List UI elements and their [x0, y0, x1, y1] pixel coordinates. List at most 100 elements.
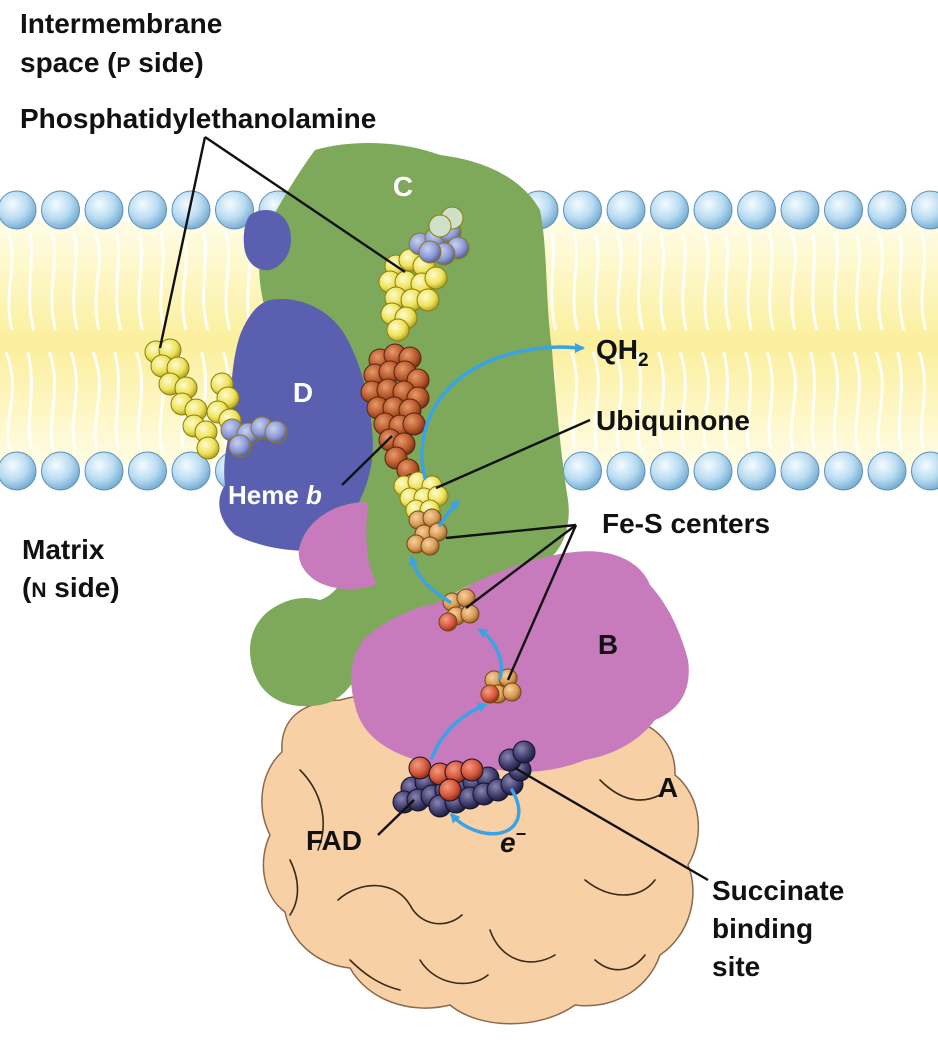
atom-sphere — [438, 778, 462, 802]
electron-arrow-fes3-to-fes2 — [477, 628, 503, 680]
lipid-tail — [224, 231, 231, 331]
lipid-head — [693, 190, 733, 230]
lipid-tail — [874, 351, 884, 451]
electron-arrow-succinate-to-fad — [450, 788, 521, 836]
lipid-tail — [591, 351, 600, 451]
atom-sphere — [228, 434, 252, 458]
lipid-tail — [700, 351, 710, 451]
lipid-head — [84, 190, 124, 230]
atom-sphere — [418, 240, 442, 264]
heme-b-label: Heme b — [228, 480, 322, 510]
qh2-label: QH2 — [596, 334, 649, 371]
atom-sphere — [512, 740, 536, 764]
lipid-tail — [69, 351, 78, 451]
lipid-head — [737, 451, 776, 491]
lipid-tail — [659, 231, 666, 331]
lipid-head — [867, 190, 907, 230]
lipid-head — [128, 451, 167, 491]
lipid-head — [0, 190, 37, 230]
atom-sphere — [196, 436, 220, 460]
electron-label: e− — [500, 824, 526, 858]
succinate-label-line3: site — [712, 951, 760, 982]
atom-sphere — [424, 266, 448, 290]
atom-sphere — [502, 682, 522, 702]
lipid-tail — [550, 231, 558, 331]
lipid-tail — [91, 351, 101, 451]
lipid-head — [911, 451, 938, 491]
lipid-tail — [615, 231, 623, 331]
subunit-a-contours — [289, 769, 661, 991]
lipid-tail — [744, 351, 753, 451]
leader-fes-1 — [445, 523, 577, 540]
phosphatidylethanolamine-label: Phosphatidylethanolamine — [20, 103, 376, 134]
lipid-tail — [896, 351, 904, 451]
lipid-head — [824, 190, 863, 230]
subunit-c-label: C — [393, 171, 413, 202]
lipid-tail — [724, 231, 732, 331]
lipid-tail — [767, 231, 775, 331]
leader-fad — [377, 799, 415, 836]
subunit-a-label: A — [658, 772, 678, 803]
subunit-d-shape — [219, 299, 373, 551]
atom-sphere — [402, 412, 426, 436]
lipid-head — [606, 190, 646, 230]
lipid-head — [563, 451, 602, 491]
lipid-tail — [765, 351, 774, 451]
lipid-tail — [137, 231, 144, 331]
lipid-tail — [833, 231, 840, 331]
atom-sphere — [420, 536, 440, 556]
lipid-tail — [4, 351, 14, 451]
lipid-tail — [28, 231, 36, 331]
lipid-head — [0, 451, 37, 491]
atom-sphere — [460, 604, 480, 624]
lipid-head — [606, 451, 646, 491]
lipid-tail — [613, 351, 623, 451]
electron-arrow-fes1-to-ubq — [438, 499, 461, 527]
lipid-tail — [135, 351, 144, 451]
lipid-tail — [702, 231, 710, 331]
fad-label: FAD — [306, 825, 362, 856]
matrix-label-line1: Matrix — [22, 534, 105, 565]
lipid-tail — [876, 231, 884, 331]
lipid-tail — [898, 231, 906, 331]
intermembrane-label-line1: Intermembrane — [20, 8, 222, 39]
lipid-head — [215, 190, 254, 230]
subunit-d-top-lobe — [243, 210, 291, 271]
lipid-tail — [113, 351, 121, 451]
lipid-tail — [787, 351, 797, 451]
lipid-tail — [722, 351, 730, 451]
lipid-tail — [48, 351, 57, 451]
atom-sphere — [416, 288, 440, 312]
lipid-tail — [572, 231, 579, 331]
lipid-tail — [637, 231, 645, 331]
leader-pe-right — [204, 136, 406, 273]
lipid-tail — [789, 231, 797, 331]
lipid-tail — [680, 231, 688, 331]
leader-heme-b — [341, 435, 393, 486]
atom-sphere — [438, 612, 458, 632]
intermembrane-label-line2: space (P side) — [20, 47, 204, 78]
leader-ubiquinone — [435, 418, 591, 490]
lipid-tail — [831, 351, 840, 451]
atom-sphere — [480, 684, 500, 704]
leader-fes-3 — [506, 524, 578, 681]
succinate-label-line2: binding — [712, 913, 813, 944]
lipid-head — [84, 451, 124, 491]
atom-sphere — [460, 758, 484, 782]
lipid-tail — [50, 231, 57, 331]
lipid-tail — [852, 351, 861, 451]
subunit-b-label: B — [598, 629, 618, 660]
lipid-tail — [635, 351, 643, 451]
lipid-tail — [657, 351, 666, 451]
lipid-head — [911, 190, 938, 230]
fe-s-cluster — [438, 588, 480, 632]
atom-sphere — [386, 318, 410, 342]
lipid-tail — [811, 231, 819, 331]
subunit-b-shape — [351, 551, 689, 772]
lipid-head — [867, 451, 907, 491]
lipid-head — [780, 190, 820, 230]
lipid-tail — [26, 351, 34, 451]
lipid-tail — [854, 231, 862, 331]
lipid-tail — [918, 351, 927, 451]
